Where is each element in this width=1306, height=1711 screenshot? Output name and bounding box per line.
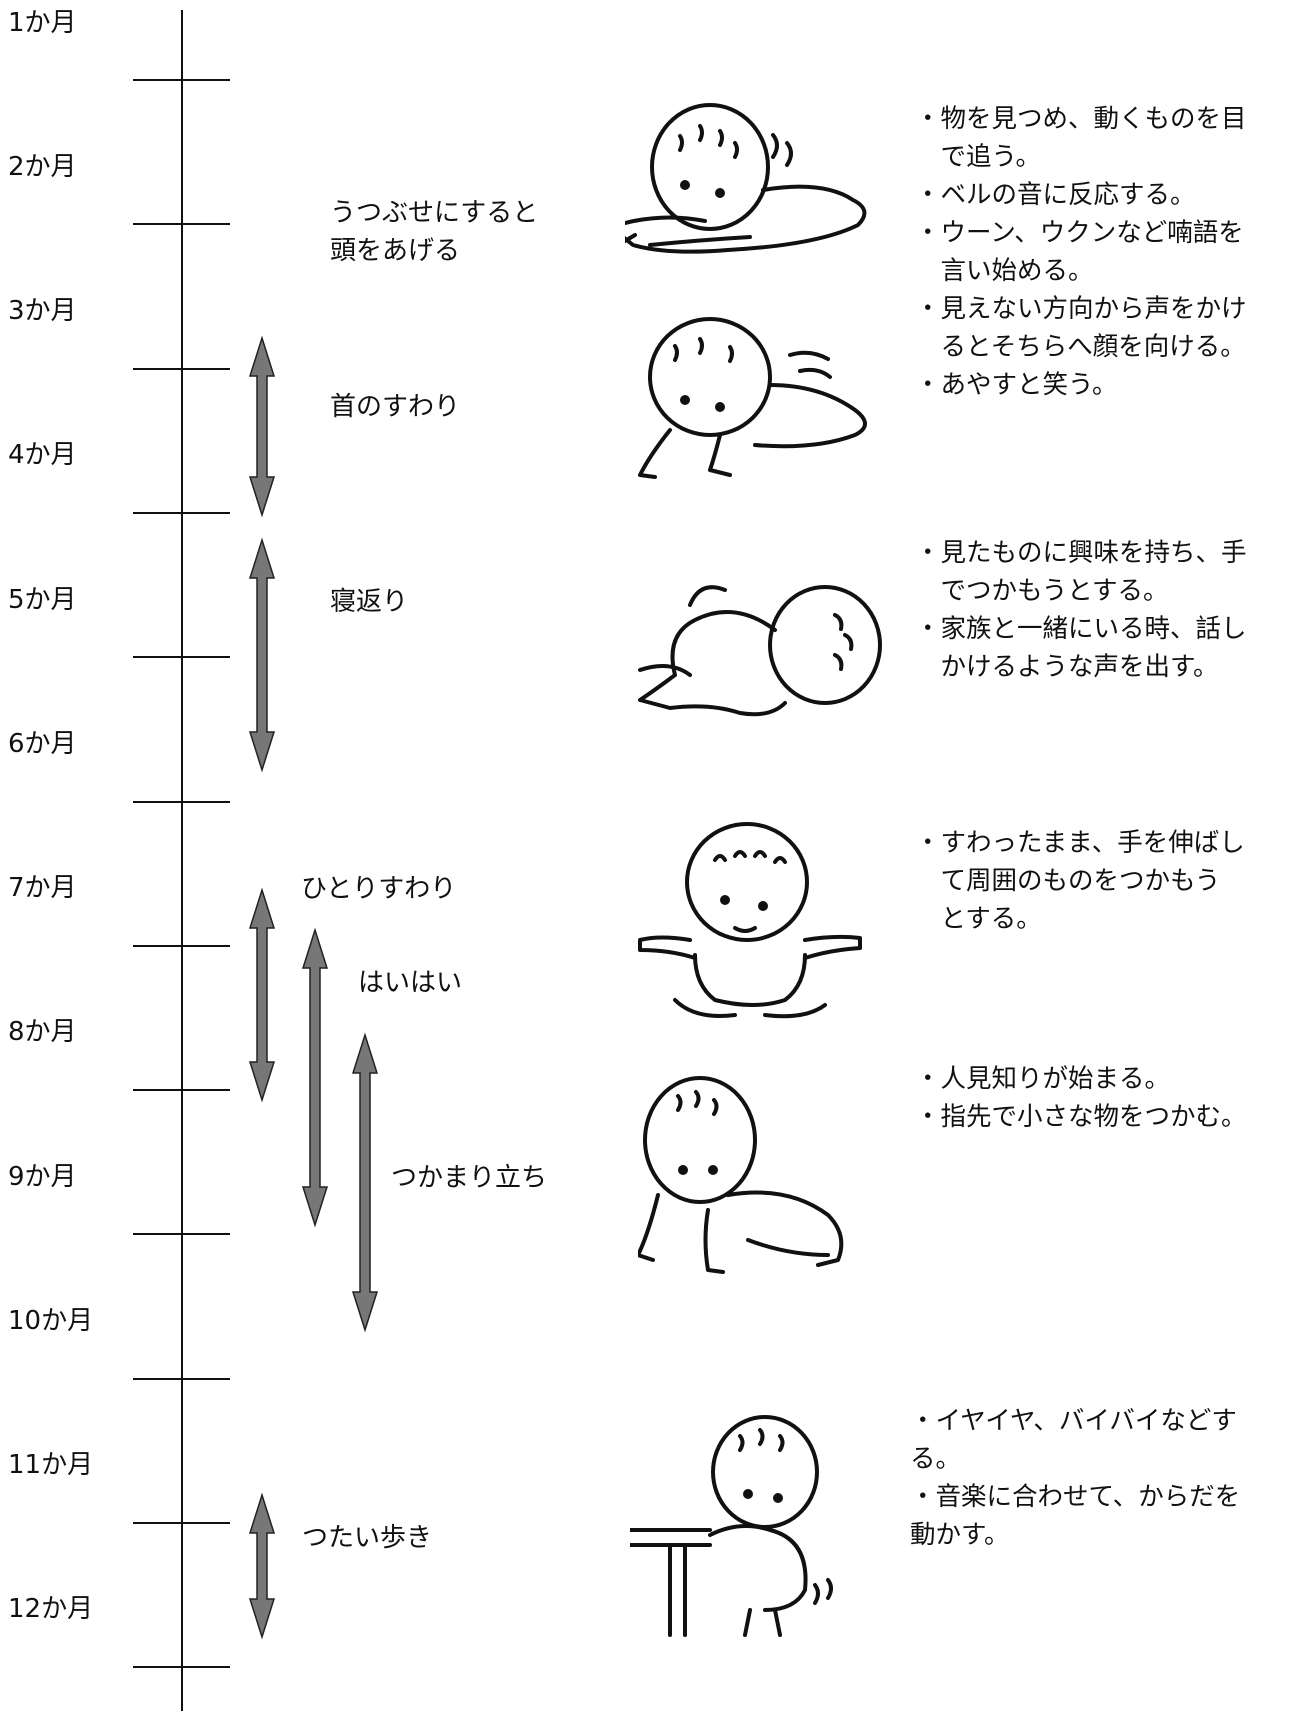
milestone-head-lift: うつぶせにすると 頭をあげる bbox=[330, 198, 538, 266]
note-line: でつかもうとする。 bbox=[915, 576, 1169, 606]
note-month-7: ・すわったまま、手を伸ばし て周囲のものをつかもう とする。 bbox=[915, 824, 1245, 938]
pull-to-stand-arrow bbox=[351, 1032, 379, 1333]
note-line: ・すわったまま、手を伸ばし bbox=[915, 828, 1245, 858]
note-line: ・家族と一緒にいる時、話し bbox=[915, 614, 1247, 644]
baby-on-elbows-illustration bbox=[630, 315, 890, 490]
rollover-arrow bbox=[248, 537, 276, 773]
note-line: ・ベルの音に反応する。 bbox=[915, 180, 1196, 210]
month-label-9: 9か月 bbox=[8, 1162, 77, 1192]
month-label-6: 6か月 bbox=[8, 729, 77, 759]
note-line: るとそちらへ顔を向ける。 bbox=[915, 332, 1246, 362]
month-label-4: 4か月 bbox=[8, 440, 77, 470]
note-line: ・イヤイヤ、バイバイなどす bbox=[910, 1406, 1237, 1436]
month-label-8: 8か月 bbox=[8, 1017, 77, 1047]
month-label-7: 7か月 bbox=[8, 873, 77, 903]
sitting-arrow bbox=[248, 887, 276, 1103]
milestone-line: つたい歩き bbox=[302, 1523, 433, 1553]
month-label-11: 11か月 bbox=[8, 1450, 94, 1480]
month-label-1: 1か月 bbox=[8, 8, 77, 38]
milestone-line: 首のすわり bbox=[330, 392, 461, 422]
baby-lifting-head-illustration bbox=[625, 95, 885, 275]
month-label-12: 12か月 bbox=[8, 1594, 94, 1624]
baby-cruising-illustration bbox=[630, 1410, 850, 1640]
note-line: ・音楽に合わせて、からだを bbox=[910, 1482, 1241, 1512]
month-label-5: 5か月 bbox=[8, 585, 77, 615]
milestone-line: つかまり立ち bbox=[391, 1163, 548, 1193]
note-line: ・見たものに興味を持ち、手 bbox=[915, 538, 1247, 568]
note-line: る。 bbox=[910, 1444, 962, 1474]
milestone-rollover: 寝返り bbox=[330, 587, 408, 617]
timeline-ticks bbox=[133, 79, 230, 1668]
milestone-neck: 首のすわり bbox=[330, 392, 460, 422]
milestone-cruising: つたい歩き bbox=[302, 1523, 432, 1553]
milestone-pull-to-stand: つかまり立ち bbox=[391, 1163, 547, 1193]
note-line: かけるような声を出す。 bbox=[915, 652, 1219, 682]
milestone-line: うつぶせにすると bbox=[330, 198, 539, 228]
note-months-2-4: ・物を見つめ、動くものを目 で追う。 ・ベルの音に反応する。 ・ウーン、ウクンな… bbox=[915, 100, 1247, 404]
note-line: とする。 bbox=[915, 904, 1042, 934]
note-line: 言い始める。 bbox=[915, 256, 1094, 286]
note-line: 動かす。 bbox=[910, 1520, 1010, 1550]
month-label-10: 10か月 bbox=[8, 1306, 94, 1336]
milestone-crawling: はいはい bbox=[358, 968, 462, 998]
note-months-5-6: ・見たものに興味を持ち、手 でつかもうとする。 ・家族と一緒にいる時、話し かけ… bbox=[915, 534, 1247, 686]
milestone-arrows bbox=[248, 335, 379, 1640]
month-label-3: 3か月 bbox=[8, 296, 77, 326]
note-months-8-9: ・人見知りが始まる。 ・指先で小さな物をつかむ。 bbox=[915, 1060, 1247, 1136]
baby-rolling-over-illustration bbox=[630, 560, 890, 725]
neck-arrow bbox=[248, 335, 276, 518]
note-line: で追う。 bbox=[915, 142, 1041, 172]
crawling-arrow bbox=[301, 927, 329, 1228]
note-line: ・ウーン、ウクンなど喃語を bbox=[915, 218, 1244, 248]
month-label-2: 2か月 bbox=[8, 152, 77, 182]
note-line: ・見えない方向から声をかけ bbox=[915, 294, 1247, 324]
note-months-11-12: ・イヤイヤ、バイバイなどす る。 ・音楽に合わせて、からだを 動かす。 bbox=[910, 1402, 1240, 1554]
note-line: ・物を見つめ、動くものを目 bbox=[915, 104, 1247, 134]
note-line: ・あやすと笑う。 bbox=[915, 370, 1118, 400]
baby-crawling-illustration bbox=[638, 1070, 858, 1285]
cruising-arrow bbox=[248, 1492, 276, 1640]
milestone-line: 寝返り bbox=[330, 587, 409, 617]
baby-sitting-illustration bbox=[635, 820, 875, 1030]
note-line: ・指先で小さな物をつかむ。 bbox=[915, 1102, 1247, 1132]
milestone-sitting: ひとりすわり bbox=[301, 874, 456, 904]
note-line: て周囲のものをつかもう bbox=[915, 866, 1221, 896]
milestone-line: はいはい bbox=[358, 968, 463, 998]
milestone-line: 頭をあげる bbox=[330, 236, 461, 266]
note-line: ・人見知りが始まる。 bbox=[915, 1064, 1171, 1094]
milestone-line: ひとりすわり bbox=[301, 874, 457, 904]
